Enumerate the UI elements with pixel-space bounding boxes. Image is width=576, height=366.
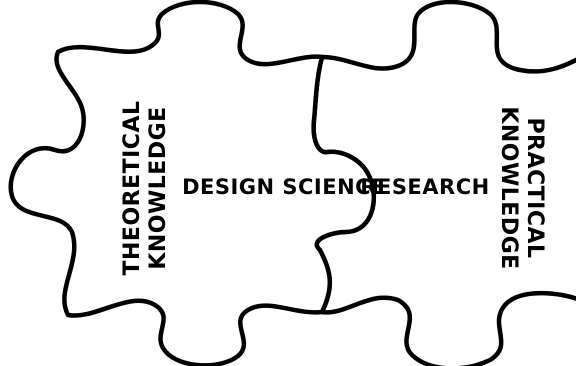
right-piece-text-group: PRACTICAL KNOWLEDGE xyxy=(496,106,547,269)
design-science-label: DESIGN SCIENCE xyxy=(182,175,386,199)
practical-knowledge-label: KNOWLEDGE xyxy=(496,106,521,269)
practical-label: PRACTICAL xyxy=(522,117,547,258)
theoretical-label: THEORETICAL xyxy=(120,100,145,275)
left-piece-text-group: THEORETICAL KNOWLEDGE xyxy=(120,100,171,275)
research-label: RESEARCH xyxy=(360,175,489,199)
theoretical-knowledge-label: KNOWLEDGE xyxy=(146,106,171,269)
left-puzzle-piece xyxy=(8,0,377,366)
